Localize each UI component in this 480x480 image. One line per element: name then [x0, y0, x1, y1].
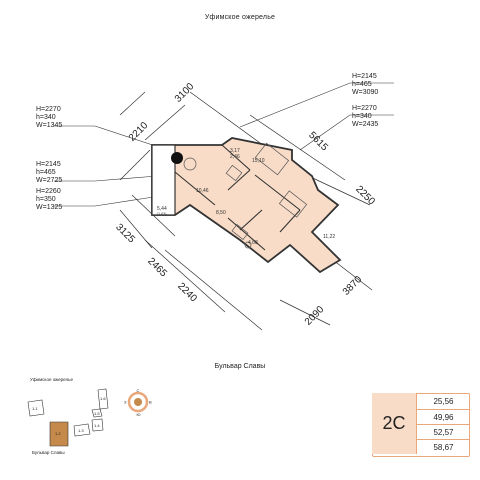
room-area-1: 10,46: [196, 188, 209, 194]
area-value-2: 49,96: [416, 409, 470, 425]
dim-3870: 3870: [341, 274, 365, 298]
balcony-note: (1,63): [157, 212, 166, 216]
building-1-1: 1.1: [32, 406, 38, 411]
building-1-6: 1.6: [100, 396, 106, 401]
site-street-top: Уфимское ожерелье: [30, 377, 73, 382]
building-1-5: 1.5: [94, 411, 100, 416]
compass: С Ю З В: [124, 388, 152, 417]
building-1-2: 1.2: [55, 431, 61, 436]
floor-plan: 10,46 3,17 2,46 15,10 5,44 (1,63) 8,50 4…: [54, 81, 394, 331]
area-value-4: 58,67: [416, 439, 470, 455]
building-1-4: 1.4: [94, 423, 100, 428]
room-area-3: 2,46: [230, 154, 240, 160]
street-label-top: Уфимское ожерелье: [204, 14, 276, 21]
area-value-3: 52,57: [416, 424, 470, 440]
furniture: [183, 142, 308, 249]
compass-south: Ю: [137, 412, 141, 417]
dim-2240: 2240: [175, 281, 199, 305]
building-1-3: 1.3: [78, 428, 84, 433]
dim-2090: 2090: [303, 304, 327, 328]
compass-west: З: [124, 400, 127, 405]
room-areas: 10,46 3,17 2,46 15,10 5,44 (1,63) 8,50 4…: [157, 148, 335, 246]
balcony-area: [151, 144, 176, 216]
compass-north: С: [137, 388, 140, 393]
room-area-4: 15,10: [252, 158, 265, 164]
room-area-6: 8,50: [216, 210, 226, 216]
dim-5615: 5615: [306, 130, 330, 154]
dim-3125: 3125: [113, 222, 137, 246]
site-plan: Уфимское ожерелье 1.1 1.6 1.5 1.4 1.3 1.…: [27, 377, 152, 455]
street-label-middle: Бульвар Славы: [214, 363, 266, 370]
column-marker: [171, 152, 183, 164]
room-area-8: 11,22: [323, 234, 335, 240]
room-area-5: 5,44: [157, 206, 167, 212]
interior-walls: [174, 144, 301, 251]
dim-2250: 2250: [353, 184, 377, 208]
area-value-1: 25,56: [416, 394, 470, 410]
dim-2465: 2465: [145, 256, 169, 280]
compass-east: В: [149, 400, 152, 405]
apartment-code: 2С: [372, 393, 416, 454]
room-area-2: 3,17: [230, 148, 240, 154]
apartment-outline: [151, 137, 342, 274]
dim-3100: 3100: [173, 81, 197, 105]
site-street-bottom: Бульвар Славы: [32, 450, 65, 455]
room-area-7: 4,68: [248, 240, 258, 246]
